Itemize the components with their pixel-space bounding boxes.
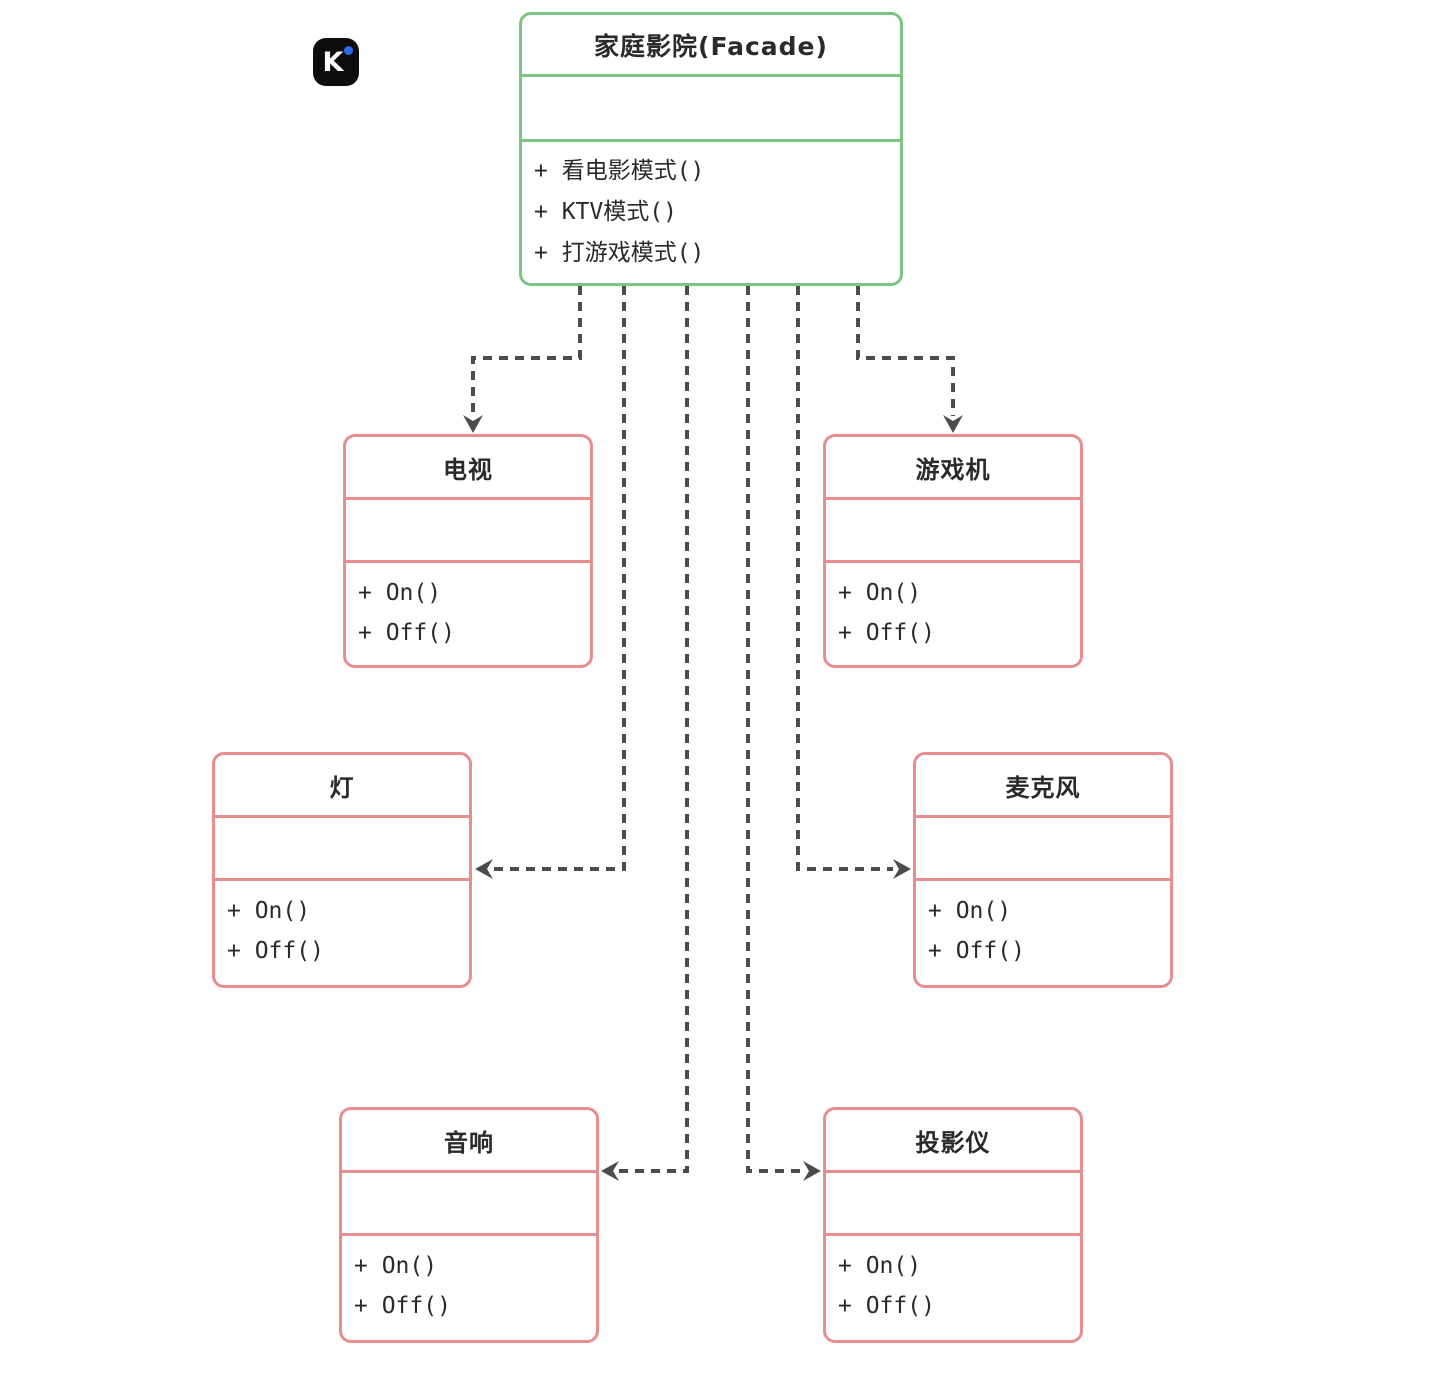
class-box-speaker: 音响 + On() + Off() <box>339 1107 599 1343</box>
class-attributes-tv <box>346 497 590 560</box>
method-watch-movie-mode: + 看电影模式() <box>534 158 705 184</box>
arrowhead-game-console <box>943 415 963 433</box>
class-box-tv: 电视 + On() + Off() <box>343 434 593 668</box>
class-box-light: 灯 + On() + Off() <box>212 752 472 988</box>
class-attributes-microphone <box>916 815 1170 878</box>
connector-facade-to-game-console <box>856 286 955 416</box>
class-title-microphone: 麦克风 <box>1005 773 1081 802</box>
class-methods-microphone: + On() + Off() <box>916 878 1170 985</box>
class-attributes-light <box>215 815 469 878</box>
connector-facade-to-projector <box>746 286 803 1173</box>
arrowhead-microphone <box>893 859 911 879</box>
class-attributes-projector <box>826 1170 1080 1233</box>
class-attributes-speaker <box>342 1170 596 1233</box>
class-box-game-console: 游戏机 + On() + Off() <box>823 434 1083 668</box>
class-methods-game-console: + On() + Off() <box>826 560 1080 665</box>
class-box-microphone: 麦克风 + On() + Off() <box>913 752 1173 988</box>
method-on: + On() <box>928 898 1012 924</box>
connector-facade-to-tv <box>471 286 582 416</box>
class-title-light: 灯 <box>329 773 355 802</box>
method-ktv-mode: + KTV模式() <box>534 199 677 225</box>
arrowhead-speaker <box>601 1161 619 1181</box>
class-attributes-facade <box>522 74 900 139</box>
class-methods-light: + On() + Off() <box>215 878 469 985</box>
class-title-projector: 投影仪 <box>915 1128 991 1157</box>
logo-letter: K <box>322 46 344 78</box>
method-on: + On() <box>358 580 442 606</box>
logo-dot-icon <box>344 46 353 55</box>
class-methods-tv: + On() + Off() <box>346 560 590 665</box>
class-attributes-game-console <box>826 497 1080 560</box>
connector-facade-to-speaker <box>619 286 689 1173</box>
method-on: + On() <box>354 1253 438 1279</box>
method-on: + On() <box>838 1253 922 1279</box>
method-off: + Off() <box>354 1293 451 1319</box>
method-on: + On() <box>838 580 922 606</box>
class-methods-projector: + On() + Off() <box>826 1233 1080 1340</box>
arrowhead-light <box>475 859 493 879</box>
method-off: + Off() <box>838 1293 935 1319</box>
arrowhead-projector <box>803 1161 821 1181</box>
method-gaming-mode: + 打游戏模式() <box>534 240 705 266</box>
class-box-projector: 投影仪 + On() + Off() <box>823 1107 1083 1343</box>
app-logo: K <box>313 38 359 86</box>
class-methods-speaker: + On() + Off() <box>342 1233 596 1340</box>
class-box-facade: 家庭影院(Facade) + 看电影模式() + KTV模式() + 打游戏模式… <box>519 12 903 286</box>
method-off: + Off() <box>838 620 935 646</box>
method-on: + On() <box>227 898 311 924</box>
class-methods-facade: + 看电影模式() + KTV模式() + 打游戏模式() <box>522 139 900 283</box>
method-off: + Off() <box>358 620 455 646</box>
method-off: + Off() <box>928 938 1025 964</box>
class-title-game-console: 游戏机 <box>915 455 991 484</box>
class-title-speaker: 音响 <box>444 1128 494 1157</box>
arrowhead-tv <box>463 415 483 433</box>
class-title-facade: 家庭影院(Facade) <box>594 31 828 61</box>
class-title-tv: 电视 <box>443 455 493 484</box>
method-off: + Off() <box>227 938 324 964</box>
